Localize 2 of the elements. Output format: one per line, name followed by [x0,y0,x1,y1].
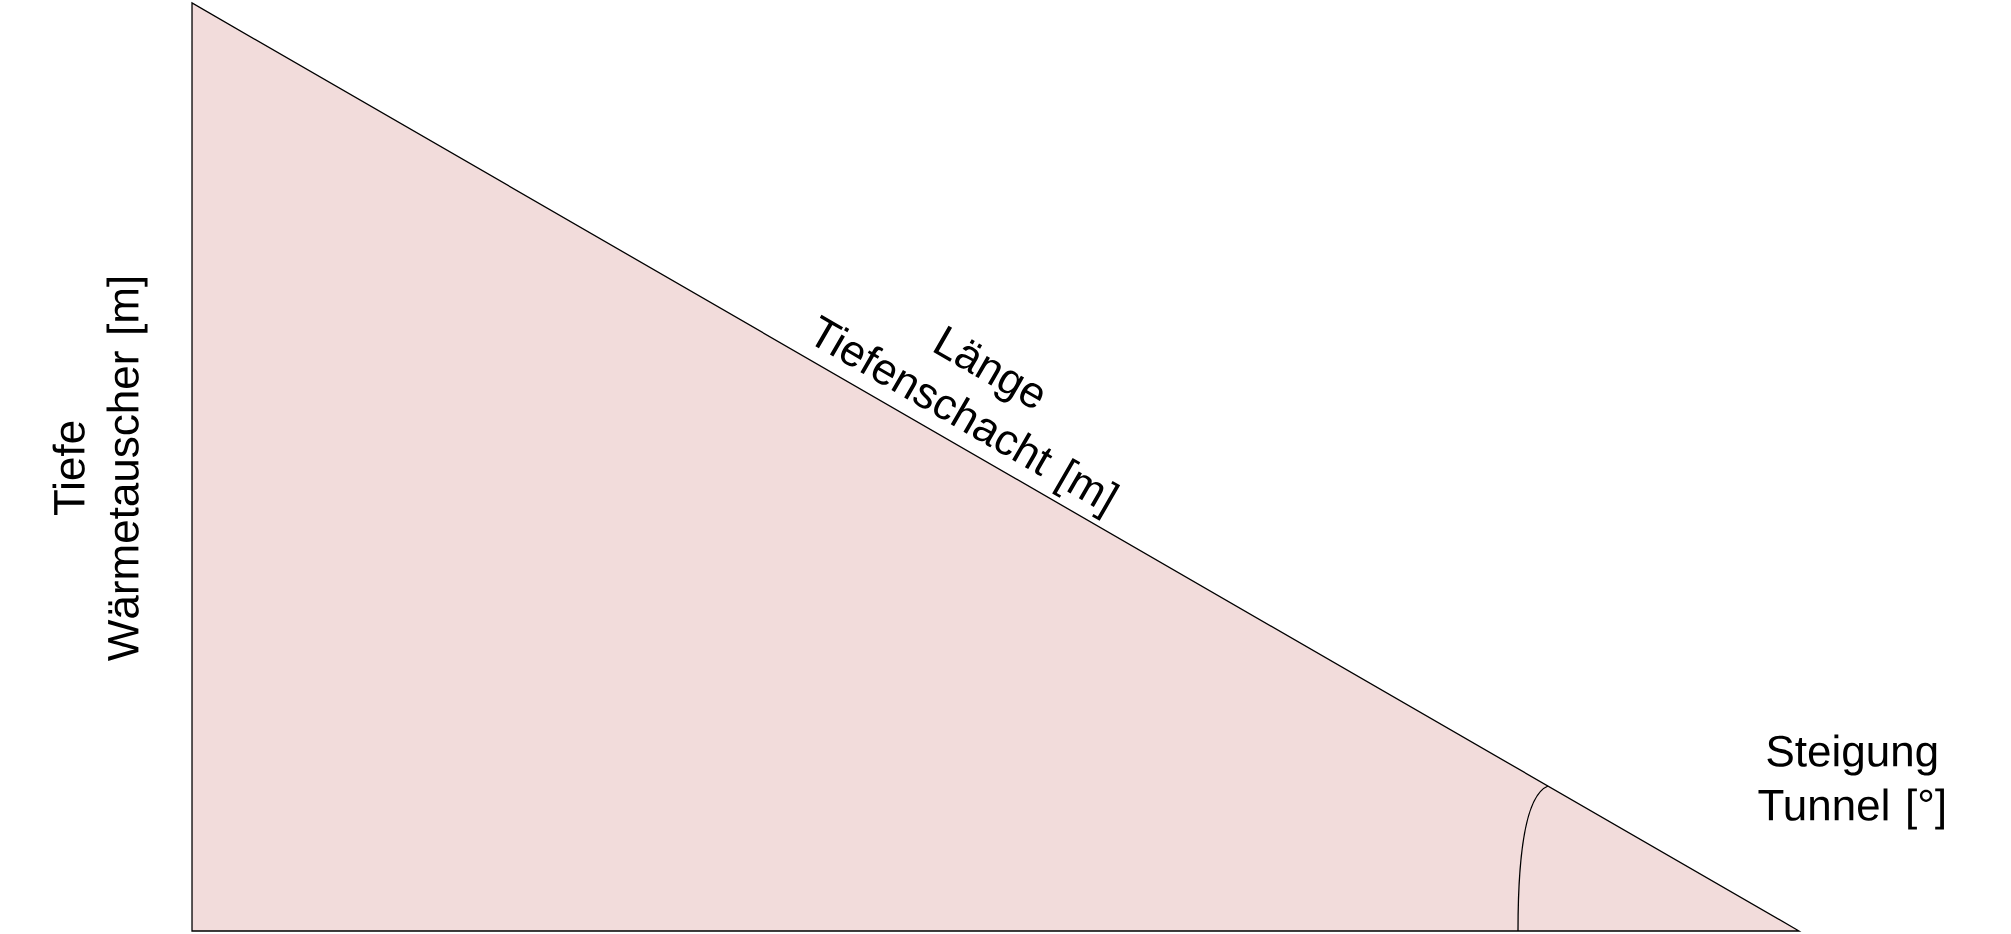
side-label: Tiefe Wärmetauscher [m] [52,278,148,661]
angle-label: Steigung Tunnel [°] [1758,734,1944,830]
